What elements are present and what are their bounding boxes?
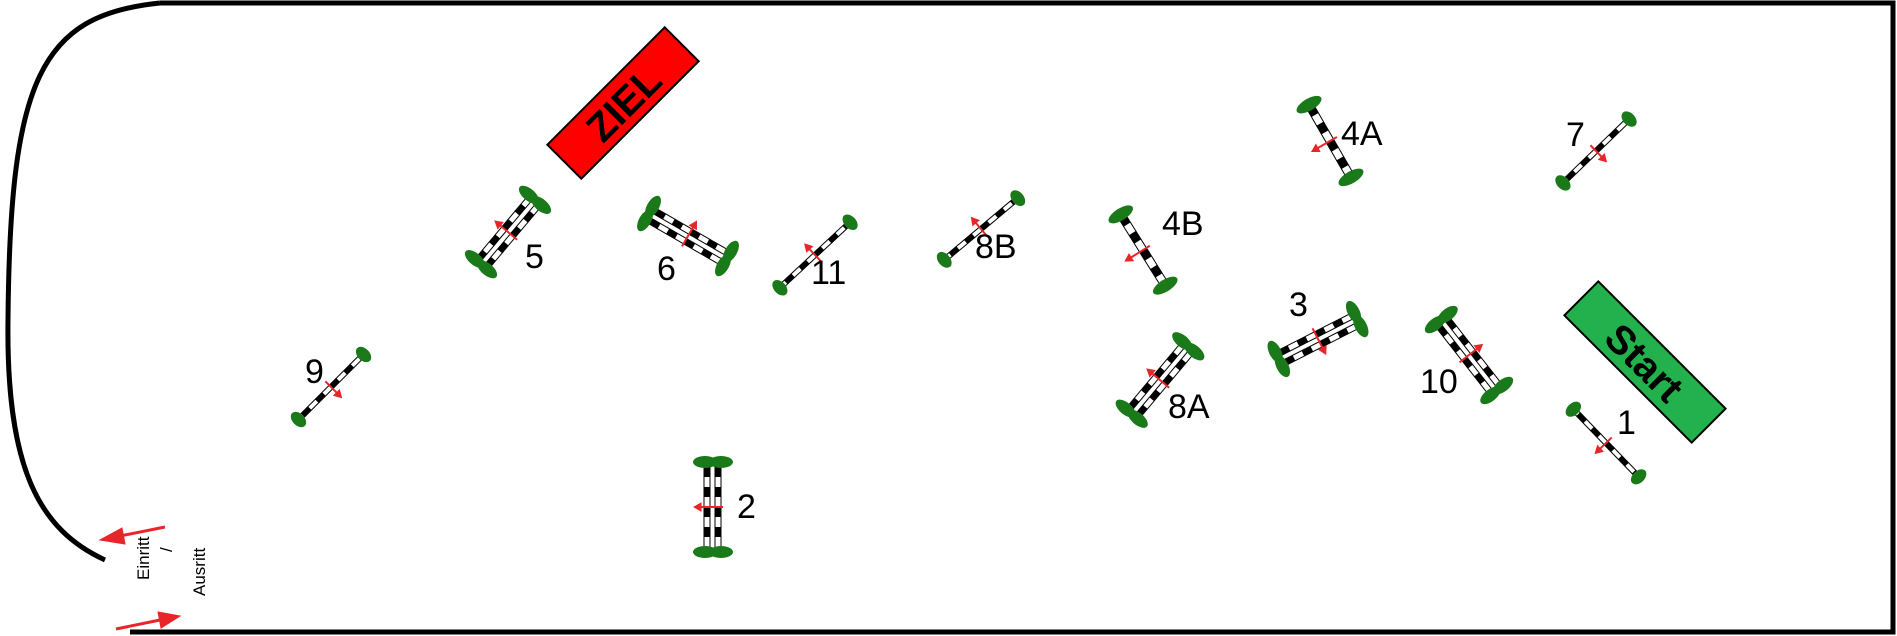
obstacle-5-number: 5 (525, 238, 544, 276)
obstacle-9-foliage (290, 346, 372, 428)
obstacle-2-number: 2 (737, 488, 756, 526)
obstacle-10-number: 10 (1420, 363, 1458, 401)
start-sign: Start (1562, 279, 1728, 445)
obstacle-1-direction-arrow (1594, 436, 1613, 455)
obstacle-9-direction-arrow (324, 380, 343, 399)
obstacle-8B-direction-arrow (970, 216, 987, 236)
entry-separator: / (157, 547, 176, 552)
obstacle-11-number: 11 (811, 254, 846, 292)
obstacle-5-direction-arrow (494, 220, 518, 241)
obstacle-10 (1424, 305, 1514, 405)
arena-outline (5, 0, 1896, 635)
obstacle-4B (1108, 205, 1178, 295)
obstacle-8A-direction-arrow (1146, 368, 1170, 389)
obstacle-1-number: 1 (1617, 404, 1636, 442)
obstacle-11-foliage (772, 214, 858, 296)
obstacle-11 (772, 214, 858, 296)
obstacle-4A-foliage (1296, 95, 1364, 187)
obstacle-2-direction-arrow (692, 502, 723, 512)
entry-exit: Einritt / Ausritt (98, 525, 209, 631)
entry-arrow (98, 525, 166, 545)
obstacle-11-direction-arrow (804, 243, 822, 262)
obstacle-4B-number: 4B (1162, 205, 1204, 243)
obstacle-5-foliage (464, 185, 552, 279)
obstacle-4A (1296, 95, 1364, 187)
exit-arrow (115, 611, 182, 631)
entry-label: Einritt (134, 536, 153, 580)
obstacle-6-foliage (637, 195, 739, 277)
obstacle-8B-number: 8B (975, 228, 1017, 266)
obstacle-2 (692, 456, 733, 558)
obstacle-9 (290, 346, 372, 428)
obstacle-8A (1115, 332, 1205, 428)
obstacle-6-number: 6 (657, 250, 676, 288)
obstacle-3-foliage (1267, 300, 1369, 378)
obstacle-3-number: 3 (1289, 286, 1308, 324)
obstacle-1-foliage (1565, 401, 1647, 485)
obstacle-4B-direction-arrow (1124, 244, 1151, 262)
obstacle-8A-foliage (1115, 332, 1205, 428)
obstacle-7-foliage (1555, 111, 1637, 191)
obstacle-8B-foliage (936, 190, 1026, 268)
obstacle-6-direction-arrow (681, 220, 698, 247)
obstacle-8B (936, 190, 1026, 268)
obstacle-8A-number: 8A (1168, 388, 1210, 426)
obstacle-4B-foliage (1108, 205, 1178, 295)
obstacle-10-foliage (1424, 305, 1514, 405)
obstacle-7-direction-arrow (1589, 144, 1608, 163)
obstacle-7-number: 7 (1566, 116, 1585, 154)
obstacle-6 (637, 195, 739, 277)
obstacle-9-number: 9 (305, 353, 324, 391)
obstacle-4A-direction-arrow (1310, 136, 1338, 153)
obstacle-2-foliage (693, 456, 733, 558)
obstacle-7 (1555, 111, 1637, 191)
obstacle-4A-number: 4A (1341, 115, 1383, 153)
exit-label: Ausritt (190, 548, 209, 596)
finish-sign: ZIEL (545, 25, 701, 181)
obstacle-3-direction-arrow (1311, 327, 1327, 356)
obstacle-5 (464, 185, 552, 279)
obstacle-1 (1565, 401, 1647, 485)
obstacle-10-direction-arrow (1458, 343, 1484, 364)
obstacle-3 (1267, 300, 1369, 378)
